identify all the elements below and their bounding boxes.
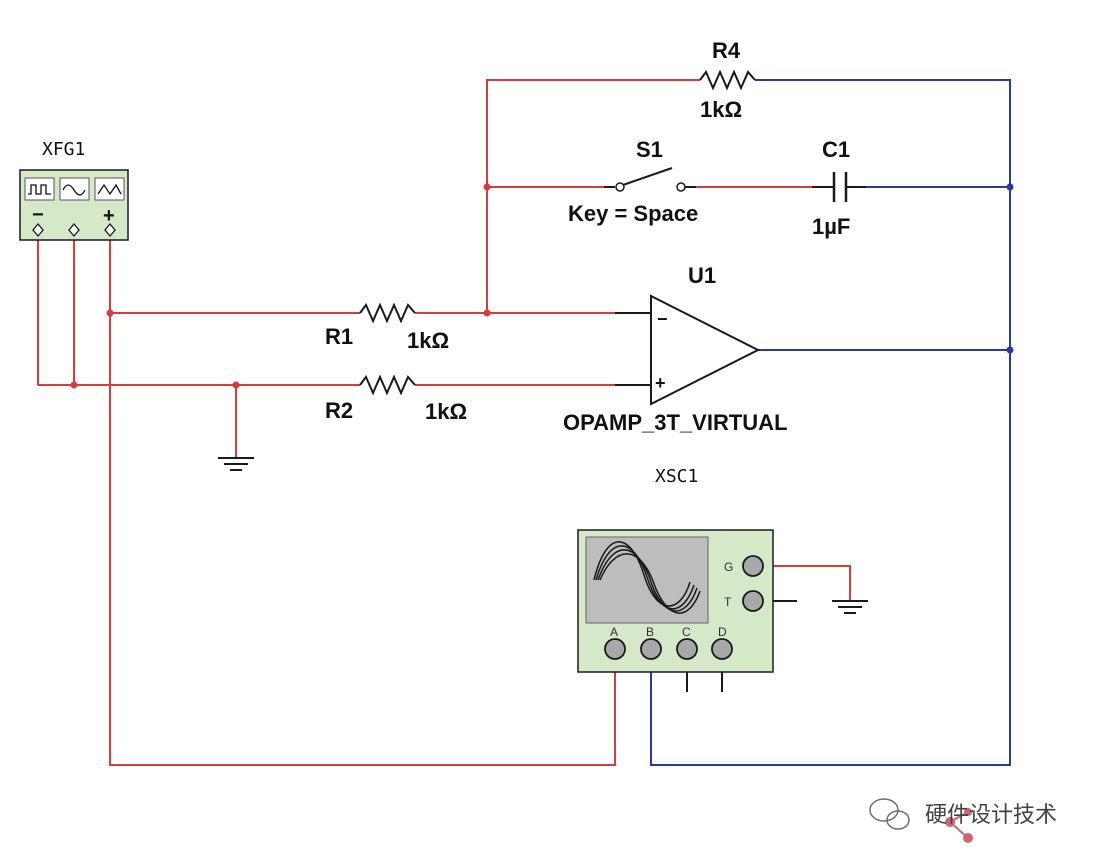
xfg1-minus-label: −	[32, 204, 44, 226]
r1-zigzag	[359, 302, 416, 324]
xsc1-d-terminal[interactable]	[711, 638, 733, 660]
wire-scope-g	[765, 565, 851, 600]
r4-value: 1kΩ	[700, 97, 742, 122]
r4-zigzag	[699, 69, 756, 91]
junction-node	[232, 381, 240, 389]
xsc1-b-terminal[interactable]	[640, 638, 662, 660]
wechat-bubble-small	[886, 810, 910, 830]
blue-wires	[650, 79, 1011, 766]
switch-s1[interactable]: S1 Key = Space	[568, 137, 698, 226]
sine-trace	[595, 545, 695, 610]
network-link	[949, 821, 969, 839]
s1-contact-left	[615, 182, 625, 192]
resistor-r1[interactable]: R1 1kΩ	[325, 302, 449, 353]
wire-feedback-left	[486, 79, 700, 313]
junction-node	[1006, 346, 1014, 354]
square-wave-icon	[28, 184, 51, 195]
oscilloscope-xsc1[interactable]: XSC1 G T A B C D	[577, 466, 774, 673]
r2-ref: R2	[325, 398, 353, 423]
network-link	[949, 811, 969, 823]
u1-ref: U1	[688, 263, 716, 288]
waveform-traces	[593, 541, 701, 614]
resistor-r4[interactable]: R4 1kΩ	[699, 38, 756, 122]
u1-model: OPAMP_3T_VIRTUAL	[563, 410, 788, 435]
opamp-u1[interactable]: U1 − + OPAMP_3T_VIRTUAL	[563, 263, 788, 435]
ground-symbol-scope	[832, 600, 868, 614]
capacitor-c1[interactable]: C1 1µF	[812, 137, 866, 239]
ground-symbol	[218, 457, 254, 471]
s1-blade	[622, 167, 673, 186]
sine-wave-icon	[62, 184, 86, 196]
triangle-wave-button[interactable]	[94, 177, 125, 201]
r1-ref: R1	[325, 324, 353, 349]
s1-contact-right	[676, 182, 686, 192]
sine-wave-button[interactable]	[59, 177, 90, 201]
wire-gen-plus-to-scope-a	[109, 230, 616, 766]
sine-trace	[599, 553, 701, 614]
s1-ref: S1	[636, 137, 663, 162]
watermark: 硬件设计技术	[869, 798, 1057, 843]
opamp-plus-sign: +	[655, 373, 666, 393]
junction-node	[106, 309, 114, 317]
watermark-text: 硬件设计技术	[925, 803, 1057, 828]
sine-trace	[593, 541, 691, 607]
junction-node	[1006, 183, 1014, 191]
xfg1-plus-label: +	[103, 205, 115, 227]
xsc1-label: XSC1	[655, 466, 698, 487]
r2-value: 1kΩ	[425, 399, 467, 424]
r2-zigzag	[359, 374, 416, 396]
resistor-r2[interactable]: R2 1kΩ	[325, 374, 467, 424]
s1-key-label: Key = Space	[568, 201, 698, 226]
junction-node	[70, 381, 78, 389]
xfg1-terminals	[32, 222, 116, 238]
sine-trace	[597, 549, 698, 612]
xsc1-d-label: D	[718, 625, 727, 639]
xsc1-c-label: C	[682, 625, 691, 639]
xsc1-g-terminal[interactable]	[742, 555, 764, 577]
c1-ref: C1	[822, 137, 850, 162]
red-wires	[37, 79, 851, 766]
wechat-bubble-large	[869, 798, 899, 822]
junctions	[70, 183, 1014, 389]
xsc1-a-terminal[interactable]	[604, 638, 626, 660]
r1-value: 1kΩ	[407, 328, 449, 353]
xsc1-t-terminal[interactable]	[742, 590, 764, 612]
xsc1-a-label: A	[610, 625, 618, 639]
triangle-wave-icon	[97, 183, 122, 196]
wechat-icon	[869, 798, 910, 830]
terminal-plus[interactable]	[104, 222, 116, 238]
opamp-triangle	[650, 294, 761, 406]
function-generator-xfg1[interactable]: XFG1 − +	[19, 139, 129, 241]
c1-value: 1µF	[812, 214, 850, 239]
opamp-minus-sign: −	[657, 309, 668, 329]
xsc1-c-terminal[interactable]	[676, 638, 698, 660]
junction-node	[483, 309, 491, 317]
xsc1-g-label: G	[724, 560, 733, 574]
xsc1-t-label: T	[724, 595, 732, 609]
xfg1-label: XFG1	[42, 139, 85, 160]
terminal-minus[interactable]	[32, 222, 44, 238]
junction-node	[483, 183, 491, 191]
share-network-icon	[945, 808, 973, 843]
square-wave-button[interactable]	[24, 177, 55, 201]
xsc1-screen	[585, 536, 709, 624]
terminal-common[interactable]	[68, 222, 80, 238]
r4-ref: R4	[712, 38, 741, 63]
xsc1-b-label: B	[646, 625, 654, 639]
wire-feedback-right	[650, 79, 1011, 766]
